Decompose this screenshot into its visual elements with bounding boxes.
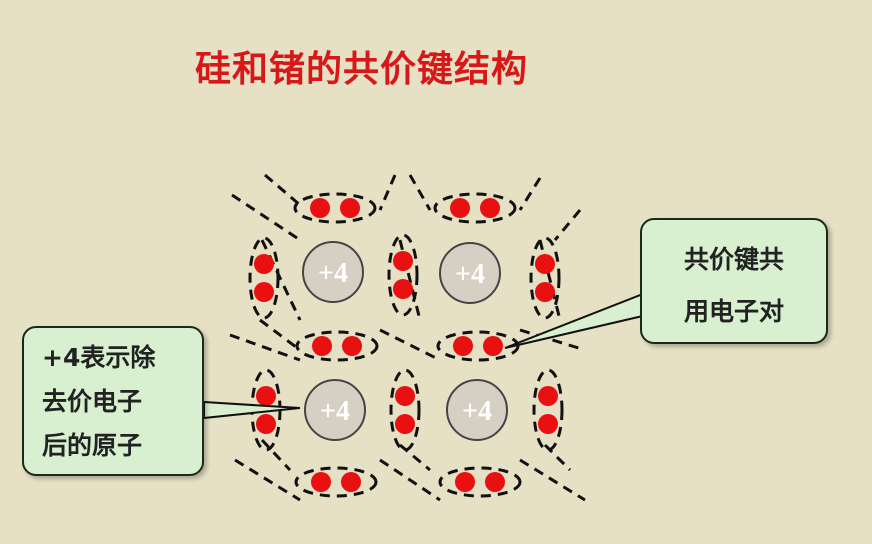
electron-dot	[312, 336, 332, 356]
electron-dot	[310, 198, 330, 218]
electron-dot	[311, 472, 331, 492]
covalent-bond-ellipse	[293, 192, 377, 224]
covalent-bond-ellipse	[532, 368, 564, 452]
callout-line: 去价电子	[42, 387, 143, 416]
electron-dot	[254, 282, 274, 302]
atom-charge-label: +4	[455, 259, 485, 290]
bond-dashed-line	[398, 239, 422, 321]
electron-dot	[395, 386, 415, 406]
callout-line: +4表示除	[42, 343, 156, 372]
covalent-bond-ellipse	[294, 466, 378, 498]
covalent-bond-ellipse	[248, 236, 280, 320]
atom-core	[446, 379, 508, 441]
callout-pointer	[203, 400, 301, 420]
callout-atom-note: +4表示除 去价电子 后的原子	[22, 326, 204, 476]
bond-dashed-line	[408, 174, 432, 211]
atom-core	[302, 241, 364, 303]
bond-dashed-line	[231, 193, 301, 242]
bond-dashed-line	[229, 333, 301, 362]
callout-line: 后的原子	[42, 431, 143, 460]
callout-pointer	[504, 290, 662, 349]
electron-dot	[480, 198, 500, 218]
bond-dashed-line	[260, 438, 292, 472]
bond-dashed-line	[260, 239, 302, 321]
bond-dashed-line	[538, 239, 562, 321]
bond-dashed-line	[378, 174, 397, 211]
electron-dot	[393, 279, 413, 299]
callout-line: 共价键共	[683, 245, 784, 274]
bond-dashed-line	[264, 173, 301, 207]
callout-bond-note: 共价键共 用电子对	[640, 218, 828, 344]
bond-dashed-line	[259, 318, 301, 352]
electron-dot	[340, 198, 360, 218]
electron-dot	[483, 336, 503, 356]
bond-dashed-line	[399, 443, 431, 472]
covalent-bond-ellipse	[438, 466, 522, 498]
covalent-bond-ellipse	[387, 233, 419, 317]
bond-dashed-line	[379, 328, 441, 362]
covalent-bond-ellipse	[529, 236, 561, 320]
electron-dot	[341, 472, 361, 492]
bond-dashed-line	[518, 177, 542, 211]
bond-dashed-line	[379, 458, 441, 502]
electron-dot	[455, 472, 475, 492]
atom-core	[439, 242, 501, 304]
electron-dot	[485, 472, 505, 492]
atom-core	[304, 379, 366, 441]
electron-dot	[256, 386, 276, 406]
electron-dot	[535, 254, 555, 274]
bond-dashed-line	[519, 328, 586, 352]
atom-charge-label: +4	[320, 396, 350, 427]
covalent-bond-ellipse	[389, 368, 421, 452]
bond-dashed-line	[234, 458, 301, 502]
electron-dot	[450, 198, 470, 218]
covalent-bond-ellipse	[295, 330, 379, 362]
electron-dot	[535, 282, 555, 302]
electron-dot	[453, 336, 473, 356]
covalent-bond-ellipse	[436, 330, 520, 362]
diagram-title: 硅和锗的共价键结构	[195, 49, 529, 90]
electron-dot	[393, 251, 413, 271]
electron-dot	[342, 336, 362, 356]
electron-dot	[538, 414, 558, 434]
callout-line: 用电子对	[683, 297, 784, 326]
electron-dot	[256, 414, 276, 434]
electron-dot	[395, 414, 415, 434]
covalent-bond-ellipse	[433, 192, 517, 224]
atom-charge-label: +4	[462, 396, 492, 427]
bond-dashed-line	[519, 458, 586, 502]
electron-dot	[538, 386, 558, 406]
atom-charge-label: +4	[318, 258, 348, 289]
electron-dot	[254, 254, 274, 274]
bond-dashed-line	[553, 209, 582, 241]
